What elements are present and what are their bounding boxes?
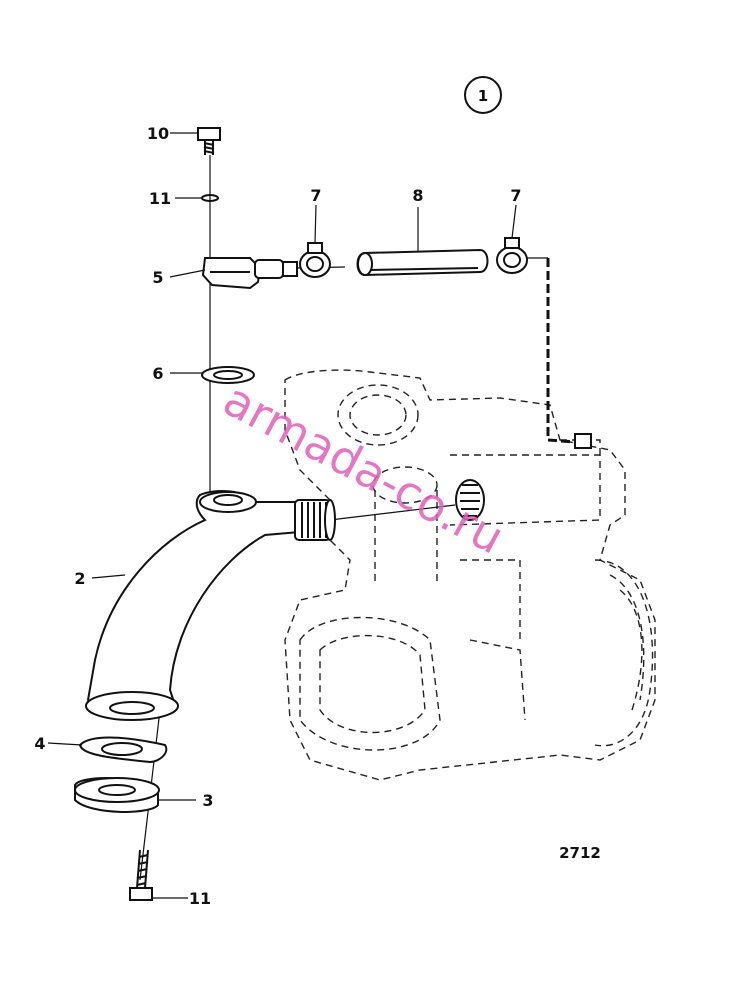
- hose-part-8: [356, 248, 548, 277]
- callout-7-left: 7: [310, 186, 321, 205]
- bolt-part-9: [197, 127, 221, 155]
- gasket-part-4: [78, 736, 168, 764]
- callout-3: 3: [202, 791, 213, 810]
- gasket-part-6: [201, 366, 255, 384]
- axis-line-horizontal: [329, 504, 456, 521]
- leader-lines: [47, 132, 517, 899]
- hose-route-line: [546, 258, 576, 444]
- callout-8: 8: [412, 186, 423, 205]
- flange-part-3: [74, 777, 160, 813]
- view-number-badge: 1: [464, 76, 502, 114]
- callout-10: 11: [149, 189, 171, 208]
- hose-clip-part-7-left: [299, 242, 331, 278]
- callout-7-right: 7: [510, 186, 521, 205]
- block-threaded-port: [455, 479, 485, 521]
- block-nipple: [574, 433, 592, 449]
- callout-6: 6: [152, 364, 163, 383]
- hose-clip-part-7-right: [496, 237, 528, 274]
- elbow-pipe-part-2: [85, 489, 336, 721]
- callout-5: 5: [152, 268, 163, 287]
- callout-2: 2: [74, 569, 85, 588]
- callout-9: 10: [147, 124, 169, 143]
- bolt-part-11: [129, 849, 153, 901]
- engine-block-outline: [284, 369, 656, 781]
- figure-number: 2712: [559, 844, 601, 862]
- callout-11: 11: [189, 889, 211, 908]
- callout-4: 4: [34, 734, 45, 753]
- view-number: 1: [478, 87, 488, 105]
